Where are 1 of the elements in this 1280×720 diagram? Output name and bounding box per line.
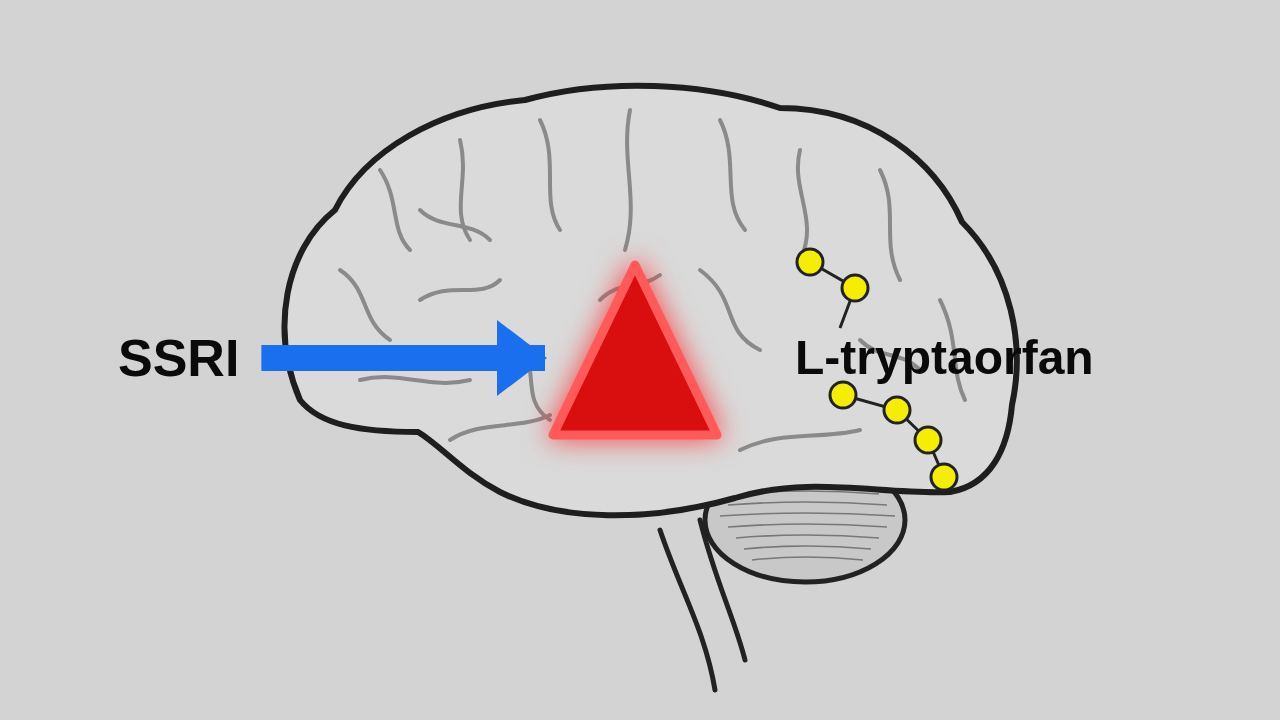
drug-label: SSRI	[118, 332, 240, 384]
